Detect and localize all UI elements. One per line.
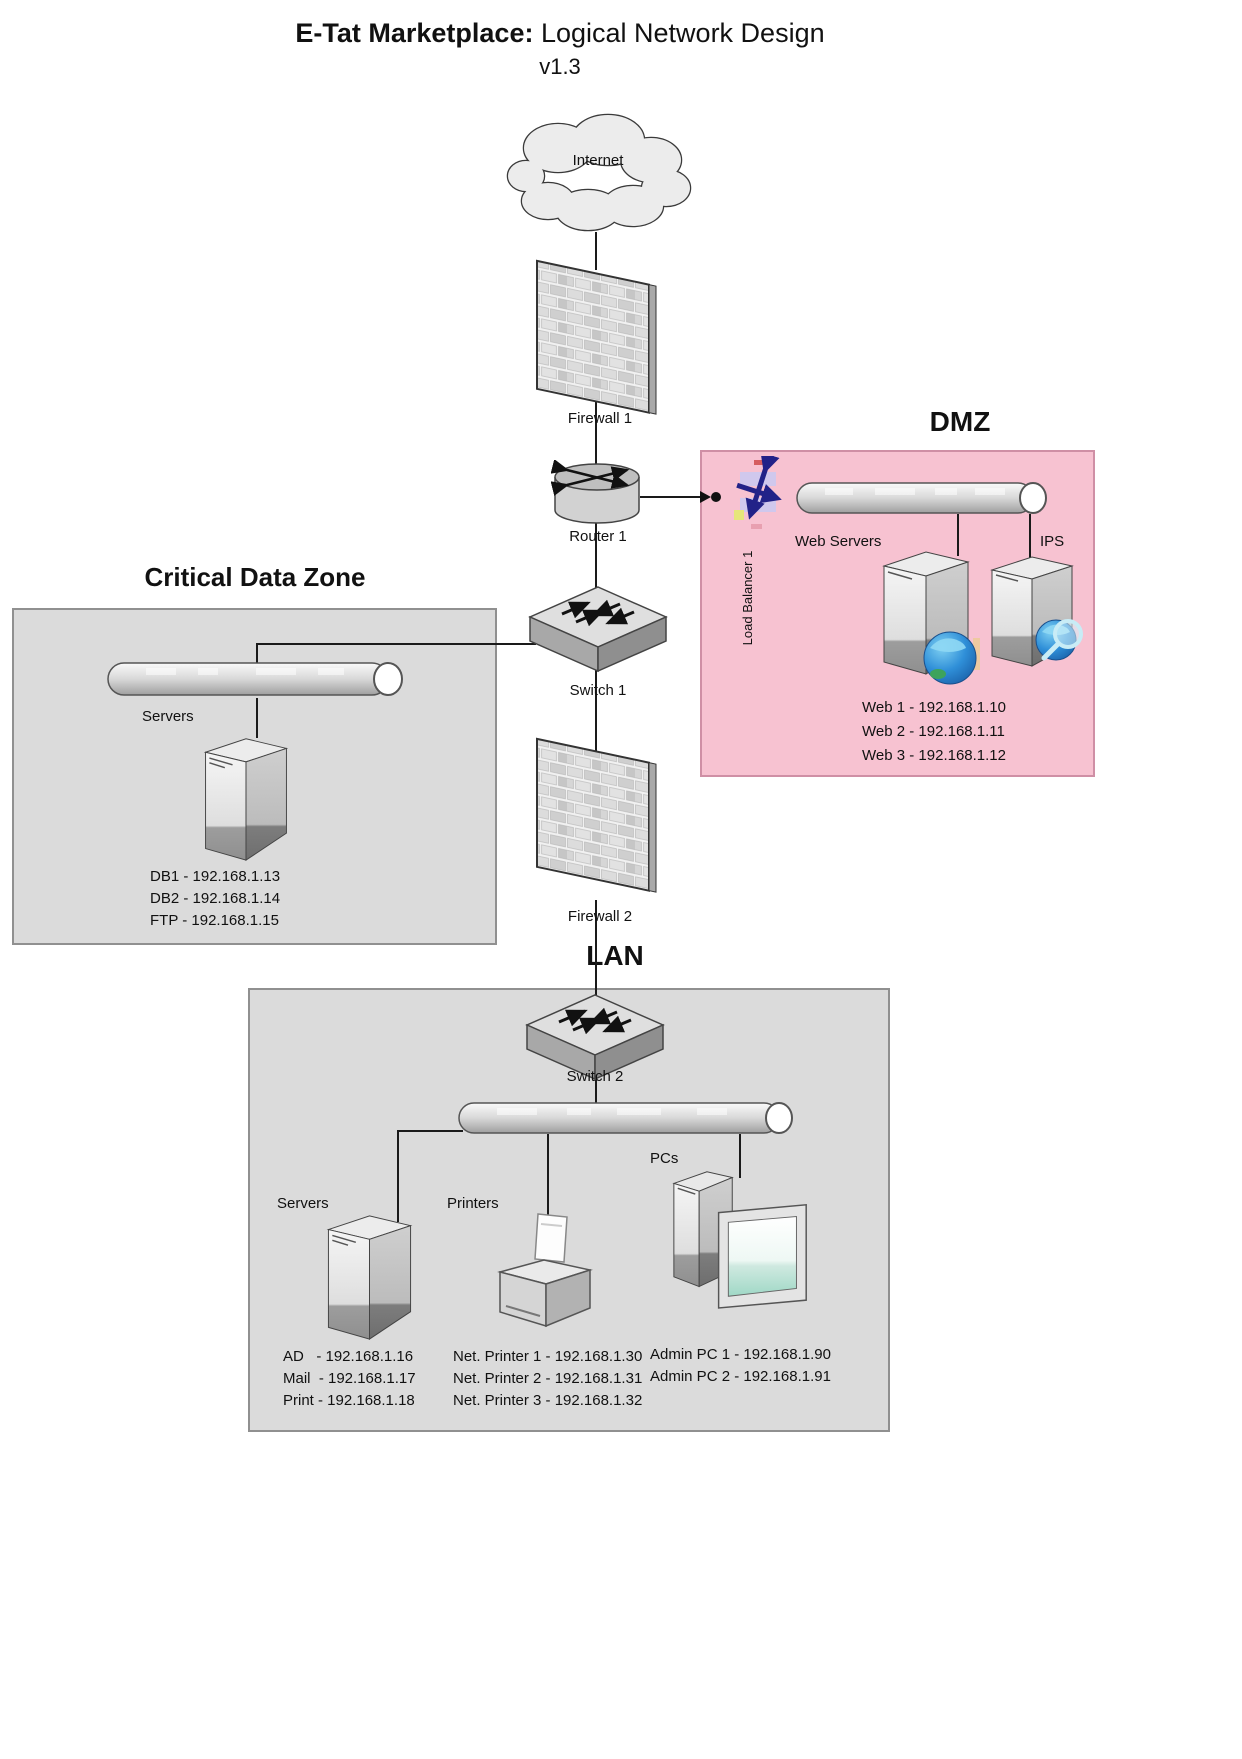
firewall2-label: Firewall 2: [567, 908, 633, 925]
switch1-label: Switch 1: [569, 682, 627, 699]
ip-line: Print - 192.168.1.18: [283, 1392, 415, 1409]
connector-router1-dmz: [640, 496, 702, 498]
ip-line: Admin PC 1 - 192.168.1.90: [650, 1346, 831, 1363]
cdz-ip-list: DB1 - 192.168.1.13 DB2 - 192.168.1.14 FT…: [150, 866, 280, 932]
lan-servers-label: Servers: [277, 1195, 329, 1212]
cdz-server-icon: [197, 733, 295, 863]
router1-label: Router 1: [569, 528, 627, 545]
ip-line: FTP - 192.168.1.15: [150, 912, 279, 929]
router1-icon: [551, 460, 643, 526]
ips-server-icon: [984, 552, 1090, 682]
cdz-servers-label: Servers: [142, 708, 194, 725]
arrowhead-into-dmz: [700, 491, 711, 503]
connector-lan-pcs: [739, 1134, 741, 1178]
page-title: E-Tat Marketplace: Logical Network Desig…: [100, 18, 1020, 49]
cdz-network-segment: [106, 660, 406, 700]
connector-dmz-webserver: [957, 514, 959, 556]
lan-server-icon: [320, 1210, 419, 1342]
ip-line: Web 3 - 192.168.1.12: [862, 747, 1006, 764]
internet-label: Internet: [572, 152, 624, 169]
dmz-ips-label: IPS: [1040, 533, 1065, 550]
connector-firewall2-switch2: [595, 900, 597, 1002]
connector-cdz-segment-server: [256, 698, 258, 738]
ip-line: DB2 - 192.168.1.14: [150, 890, 281, 907]
connector-dmz-ips: [1029, 514, 1031, 560]
connector-cdz-switch1-v: [256, 643, 258, 665]
switch2-icon: [523, 992, 667, 1084]
dmz-ip-list: Web 1 - 192.168.1.10 Web 2 - 192.168.1.1…: [862, 696, 1006, 768]
critical-data-zone-title: Critical Data Zone: [144, 562, 366, 592]
lan-printers-label: Printers: [447, 1195, 499, 1212]
connector-firewall1-router1: [595, 398, 597, 470]
lan-zone-title: LAN: [586, 940, 644, 971]
ip-line: DB1 - 192.168.1.13: [150, 868, 281, 885]
connector-switch2-segment: [595, 1060, 597, 1108]
connector-internet-firewall1: [595, 232, 597, 270]
lan-printer-ip-list: Net. Printer 1 - 192.168.1.30 Net. Print…: [453, 1346, 642, 1412]
ip-line: Admin PC 2 - 192.168.1.91: [650, 1368, 831, 1385]
ip-line: Web 2 - 192.168.1.11: [862, 723, 1005, 740]
firewall1-icon: [533, 256, 663, 431]
firewall2-icon: [533, 734, 663, 909]
connector-cdz-switch1-h: [256, 643, 536, 645]
internet-cloud-icon: [503, 106, 693, 236]
connector-lan-printers: [547, 1134, 549, 1220]
page-title-brand: E-Tat Marketplace:: [295, 18, 534, 48]
lan-pcs-label: PCs: [650, 1150, 679, 1167]
dmz-zone-title: DMZ: [929, 406, 991, 437]
connector-switch1-firewall2: [595, 658, 597, 763]
dmz-network-segment: [795, 480, 1050, 518]
ip-line: Net. Printer 2 - 192.168.1.31: [453, 1370, 643, 1387]
page-version: v1.3: [539, 54, 581, 79]
web-server-icon: [876, 546, 984, 694]
connector-lan-servers-v: [397, 1130, 399, 1222]
network-printer-icon: [492, 1208, 597, 1343]
load-balancer-label: Load Balancer 1: [740, 550, 755, 646]
connector-router1-switch1: [595, 520, 597, 595]
connector-lan-servers-h: [397, 1130, 463, 1132]
lan-pc-ip-list: Admin PC 1 - 192.168.1.90 Admin PC 2 - 1…: [650, 1344, 831, 1388]
firewall1-label: Firewall 1: [567, 410, 633, 427]
ip-line: Mail - 192.168.1.17: [283, 1370, 416, 1387]
switch1-icon: [526, 584, 670, 676]
switch2-label: Switch 2: [566, 1068, 624, 1085]
ip-line: Net. Printer 1 - 192.168.1.30: [453, 1348, 643, 1365]
dmz-entry-dot: [711, 492, 721, 502]
admin-pc-icon: [666, 1162, 816, 1342]
load-balancer-icon: [726, 456, 790, 532]
page-title-rest: Logical Network Design: [533, 18, 825, 48]
ip-line: AD - 192.168.1.16: [283, 1348, 414, 1365]
lan-network-segment: [457, 1100, 797, 1138]
lan-server-ip-list: AD - 192.168.1.16 Mail - 192.168.1.17 Pr…: [283, 1346, 416, 1412]
ip-line: Net. Printer 3 - 192.168.1.32: [453, 1392, 643, 1409]
ip-line: Web 1 - 192.168.1.10: [862, 699, 1006, 716]
dmz-web-servers-label: Web Servers: [795, 533, 882, 550]
